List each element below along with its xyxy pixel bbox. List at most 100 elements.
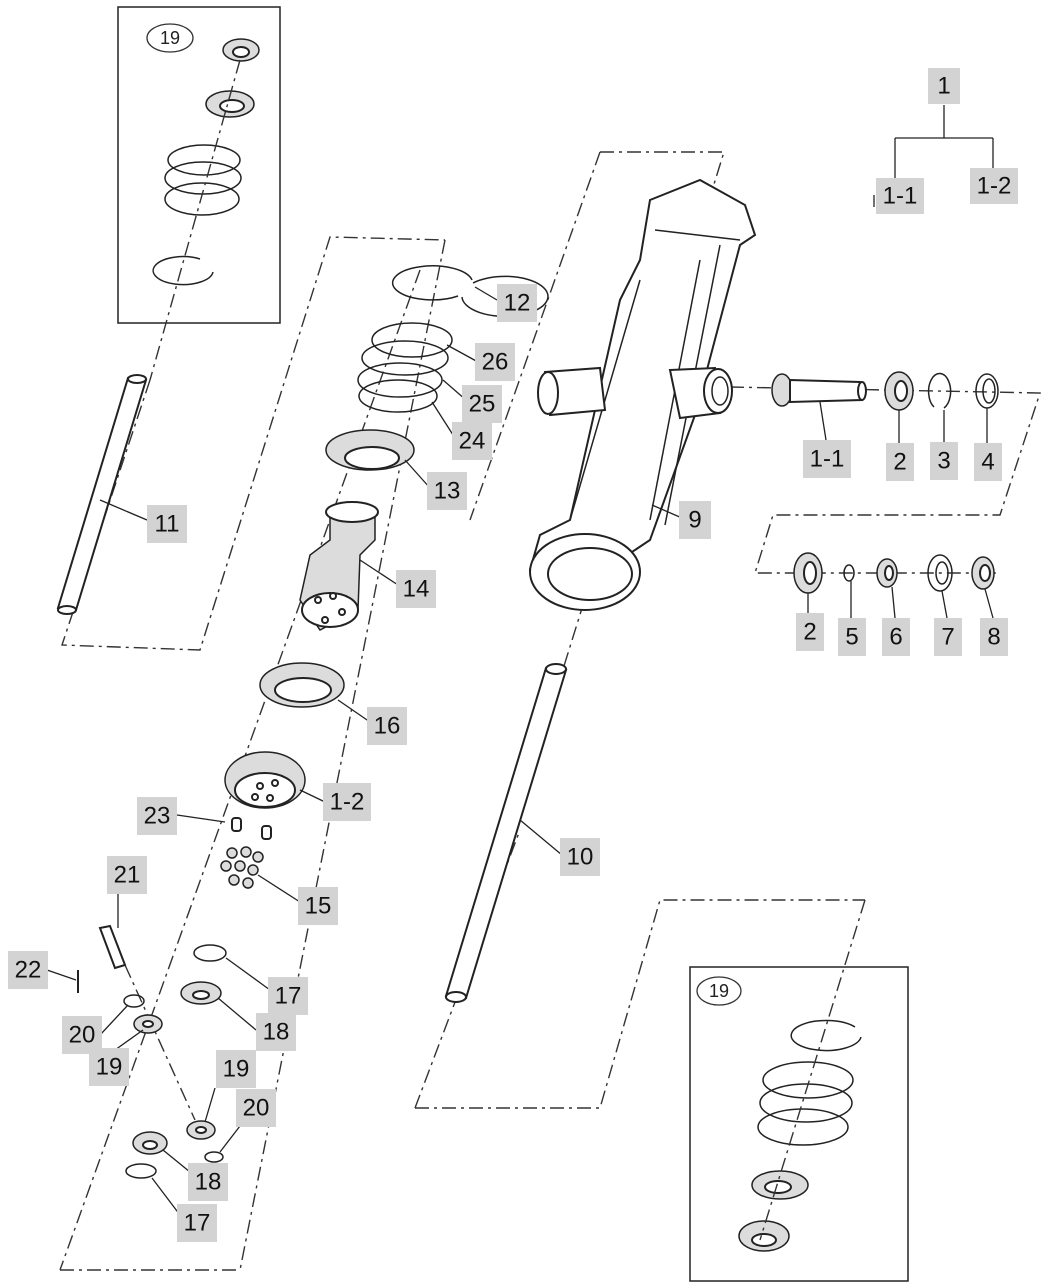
svg-text:6: 6	[889, 624, 902, 651]
tree-label-1: 1	[928, 68, 960, 104]
callout-14: 14	[396, 570, 436, 608]
tree-label-1-2: 1-2	[970, 168, 1018, 204]
svg-text:2: 2	[893, 449, 906, 476]
callout-24: 24	[452, 422, 492, 460]
svg-text:21: 21	[114, 862, 141, 889]
part-5-washer	[843, 564, 855, 582]
svg-text:18: 18	[263, 1019, 290, 1046]
part-12-circlip	[391, 265, 549, 318]
callout-26: 26	[475, 343, 515, 381]
svg-text:19: 19	[223, 1056, 250, 1083]
svg-text:8: 8	[987, 624, 1000, 651]
part-23-dowels	[231, 817, 272, 840]
shaft-10	[444, 663, 568, 1003]
svg-text:19: 19	[96, 1054, 123, 1081]
part-2-bearing-b	[793, 552, 823, 594]
svg-text:19: 19	[160, 28, 180, 48]
callout-11: 11	[147, 505, 187, 543]
callout-20-b: 20	[236, 1089, 276, 1127]
part-13-bearing	[325, 429, 415, 471]
part-17-18-20-19-washers	[123, 944, 227, 1179]
part-15-nuts	[220, 846, 264, 889]
svg-text:4: 4	[981, 449, 994, 476]
part-8-nut	[971, 556, 995, 590]
callout-8: 8	[980, 618, 1008, 656]
svg-text:9: 9	[688, 507, 701, 534]
svg-text:20: 20	[69, 1022, 96, 1049]
callout-13: 13	[427, 472, 467, 510]
svg-text:12: 12	[504, 290, 531, 317]
assembly-tree	[873, 105, 994, 207]
svg-text:5: 5	[845, 624, 858, 651]
callout-18-b: 18	[188, 1163, 228, 1201]
inset-label-top-left: 19	[146, 23, 194, 53]
part-2-bearing-a	[884, 371, 914, 411]
svg-text:1-2: 1-2	[330, 789, 365, 816]
svg-text:13: 13	[434, 478, 461, 505]
svg-text:25: 25	[469, 391, 496, 418]
svg-text:1-1: 1-1	[810, 446, 845, 473]
part-6-spacer	[876, 558, 898, 588]
callout-2-b: 2	[796, 613, 824, 651]
svg-text:26: 26	[482, 349, 509, 376]
inset-box-top-left: 19	[117, 6, 281, 324]
part-14-differential	[299, 501, 379, 631]
part-7-seal	[927, 554, 953, 592]
tree-label-1-1: 1-1	[876, 178, 924, 214]
callout-19-b: 19	[216, 1050, 256, 1088]
leader-lines	[46, 286, 994, 1216]
svg-text:2: 2	[803, 619, 816, 646]
part-1-1-pinion	[771, 373, 867, 407]
callout-22: 22	[8, 951, 48, 989]
svg-text:17: 17	[184, 1210, 211, 1237]
svg-text:3: 3	[937, 448, 950, 475]
svg-text:17: 17	[275, 983, 302, 1010]
callout-10: 10	[560, 838, 600, 876]
callout-4: 4	[974, 443, 1002, 481]
callout-23: 23	[137, 797, 177, 835]
callout-16: 16	[367, 707, 407, 745]
callout-5: 5	[838, 618, 866, 656]
inset-label-bottom-right: 19	[696, 976, 742, 1006]
callout-19-a: 19	[89, 1048, 129, 1086]
part-21-pin	[98, 924, 127, 970]
callout-1-2: 1-2	[323, 783, 371, 821]
callout-12: 12	[497, 284, 537, 322]
svg-text:1-2: 1-2	[977, 173, 1012, 200]
callout-15: 15	[298, 887, 338, 925]
svg-text:15: 15	[305, 893, 332, 920]
inset-box-bottom-right: 19	[689, 966, 909, 1282]
part-16-bearing	[259, 662, 345, 708]
callout-21: 21	[107, 856, 147, 894]
callout-1-1: 1-1	[803, 440, 851, 478]
svg-text:19: 19	[709, 981, 729, 1001]
callout-2-a: 2	[886, 443, 914, 481]
part-1-2-flange	[224, 751, 306, 809]
callout-6: 6	[882, 618, 910, 656]
callout-17-b: 17	[177, 1204, 217, 1242]
svg-text:24: 24	[459, 428, 486, 455]
svg-text:16: 16	[374, 713, 401, 740]
callout-25: 25	[462, 385, 502, 423]
svg-text:1-1: 1-1	[883, 183, 918, 210]
callout-17-a: 17	[268, 977, 308, 1015]
callout-18-a: 18	[256, 1013, 296, 1051]
svg-text:11: 11	[155, 511, 180, 538]
callout-9: 9	[679, 501, 711, 539]
callout-3: 3	[930, 442, 958, 480]
svg-text:1: 1	[937, 73, 950, 100]
callout-20-a: 20	[62, 1016, 102, 1054]
svg-text:22: 22	[15, 957, 42, 984]
callout-7: 7	[934, 618, 962, 656]
svg-text:7: 7	[941, 624, 954, 651]
part-9-housing	[528, 178, 757, 611]
svg-text:20: 20	[243, 1095, 270, 1122]
part-26-25-24-rings	[357, 322, 453, 413]
svg-text:23: 23	[144, 803, 171, 830]
part-4-ring	[975, 373, 999, 409]
svg-text:10: 10	[567, 844, 594, 871]
part-3-circlip	[927, 372, 952, 409]
svg-text:18: 18	[195, 1169, 222, 1196]
svg-text:14: 14	[403, 576, 430, 603]
